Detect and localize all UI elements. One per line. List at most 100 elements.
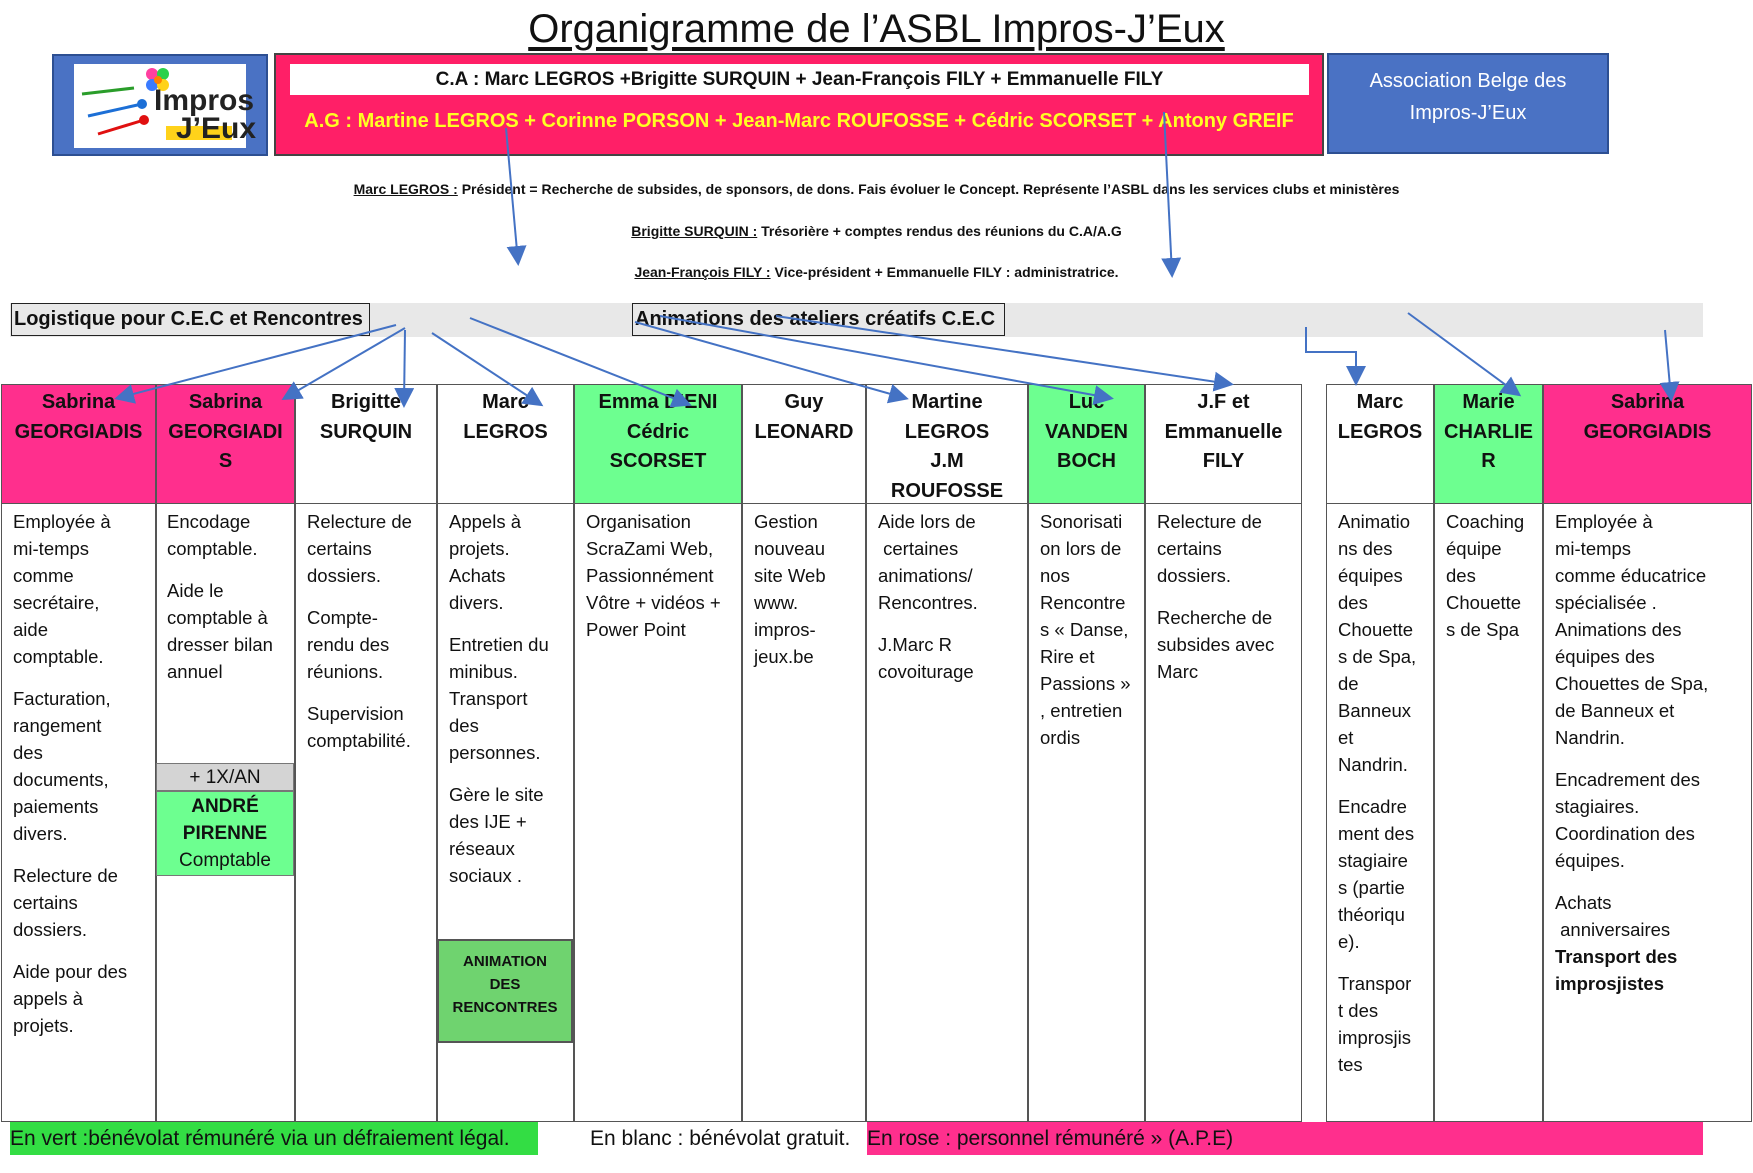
column-text-line: Nandrin. [1555,727,1625,748]
column-text-line: de Banneux et [1555,700,1675,721]
animation-rencontres-box: ANIMATION DES RENCONTRES [437,939,573,1043]
column-text-line: J.Marc R [878,634,952,655]
column-text-line-bold: Transport des [1555,946,1678,967]
column-text-line: rangement [13,715,102,736]
ag-members: A.G : Martine LEGROS + Corinne PORSON + … [304,110,1294,132]
column-text-line: Aide lors de [878,511,976,532]
column-header-line: SCORSET [609,450,707,472]
column-text-line: s de Spa, [1338,646,1417,667]
column-text-line: Achats [449,565,506,586]
ca-members: C.A : Marc LEGROS +Brigitte SURQUIN + Je… [290,64,1309,95]
column-text-line: impros- [754,619,816,640]
column-text-line: Aide pour des [13,961,128,982]
column-text-line: www. [754,592,799,613]
column-text-line: comptable. [167,538,258,559]
column-text-line: comme éducatrice [1555,565,1707,586]
column-text-line: Encodage [167,511,251,532]
column-text-line: on lors de [1040,538,1122,559]
column-text-line: , entretien [1040,700,1123,721]
connector-arrow [114,324,397,404]
column-text-line: secrétaire, [13,592,100,613]
column-header-line: FILY [1202,450,1245,472]
column-text-line: Transport [449,688,528,709]
column-text-line: paiements [13,796,99,817]
column-text-line: dossiers. [307,565,382,586]
column-text-line: des [1338,592,1368,613]
column-text-line: Passionnément [586,565,714,586]
comptable-name1: ANDRÉ [191,796,259,817]
column-text-line: Passions » [1040,673,1131,694]
logo-frame: Impros J’Eux [52,54,268,156]
column-text-line: comptable à [167,607,268,628]
column-text-line: sociaux . [449,865,523,886]
section-logistique: Logistique pour C.E.C et Rencontres [11,303,370,336]
column-text-line: Banneux [1338,700,1412,721]
column-text-line: dresser bilan [167,634,273,655]
column-text-line: Employée à [1555,511,1653,532]
comptable-role: Comptable [179,850,271,871]
column-text-line: divers. [449,592,504,613]
connector-arrow [1305,327,1366,386]
column-text-line: personnes. [449,742,541,763]
column-text-line: équipes des [1555,646,1655,667]
column-text-line: réunions. [307,661,384,682]
column-text-line: certains [13,892,78,913]
column-text-line: certains [1157,538,1222,559]
comptable-box: ANDRÉ PIRENNE Comptable [156,791,294,876]
column-text-line: des [13,742,43,763]
role-tresoriere: Brigitte SURQUIN : Trésorière + comptes … [0,223,1753,239]
column-text-line: ordis [1040,727,1081,748]
column-text-line: Chouette [1338,619,1414,640]
column-text-line: de [1338,673,1359,694]
animation-box-line: ANIMATION [463,953,547,970]
column-text-line: stagiaire [1338,850,1408,871]
column-text-line: Recherche de [1157,607,1273,628]
page-title: Organigramme de l’ASBL Impros-J’Eux [528,7,1225,51]
column-header-line: Emmanuelle [1164,420,1283,443]
column-text-line: Chouette [1446,592,1522,613]
column-header-line: GEORGIADIS [14,420,143,443]
column-text-line: et [1338,727,1354,748]
column-text-line: comptable. [13,646,104,667]
role-text: Président = Recherche de subsides, de sp… [457,181,1400,197]
role-name: Jean-François FILY : [634,264,771,280]
column-header-line: ROUFOSSE [890,479,1004,502]
section-animations: Animations des ateliers créatifs C.E.C [632,303,1005,336]
column-text-line: Rencontre [1040,592,1126,613]
column-header-line: LEGROS [904,420,990,443]
column-text-line: Organisation [586,511,691,532]
column-text-line: équipes. [1555,850,1625,871]
column-text-line: aide [13,619,48,640]
